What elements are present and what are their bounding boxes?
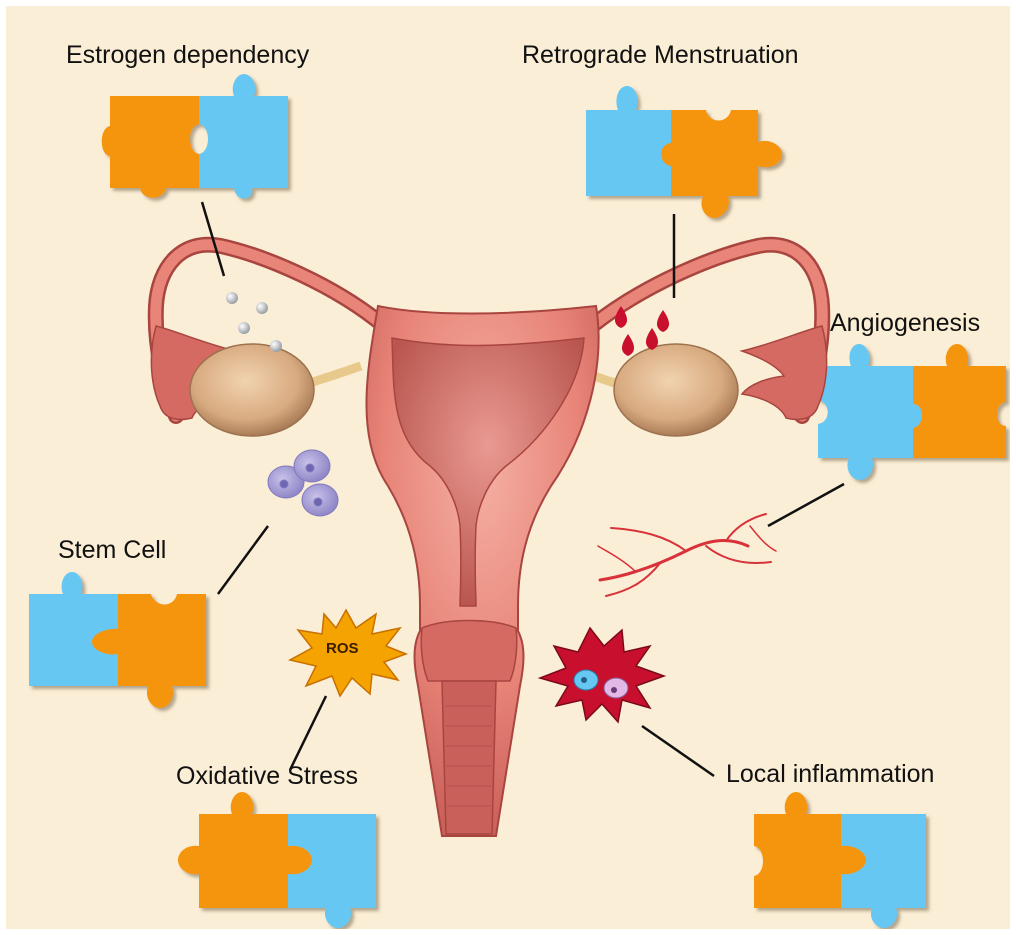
retrograde-puzzle bbox=[586, 86, 782, 218]
label-retrograde-menstruation: Retrograde Menstruation bbox=[522, 41, 799, 70]
label-estrogen-dependency: Estrogen dependency bbox=[66, 41, 309, 70]
oxidative-puzzle bbox=[178, 792, 376, 928]
diagram-canvas: ROS Estrogen dependency Retrograde Menst… bbox=[6, 6, 1010, 929]
estrogen-puzzle bbox=[102, 74, 288, 199]
estrogen-molecules bbox=[226, 292, 282, 352]
ovary-left bbox=[190, 344, 314, 436]
puzzle-piece-blue bbox=[586, 86, 671, 196]
blood-vessels bbox=[598, 514, 776, 596]
stem-cells bbox=[268, 450, 338, 516]
inflammation-puzzle bbox=[754, 792, 926, 928]
ros-label: ROS bbox=[326, 640, 359, 657]
label-angiogenesis: Angiogenesis bbox=[830, 309, 980, 338]
puzzle-piece-orange bbox=[913, 344, 1006, 458]
puzzle-piece-orange bbox=[661, 110, 782, 218]
puzzle-piece-orange bbox=[102, 96, 199, 198]
label-local-inflammation: Local inflammation bbox=[726, 760, 934, 789]
label-oxidative-stress: Oxidative Stress bbox=[176, 762, 358, 791]
diagram-svg bbox=[6, 6, 1010, 929]
puzzle-piece-blue bbox=[199, 74, 288, 199]
fimbriae-right bbox=[742, 326, 827, 420]
puzzle-piece-blue bbox=[818, 344, 922, 480]
vagina bbox=[442, 681, 496, 834]
ovarian-ligament-left bbox=[306, 366, 361, 384]
ovary-right bbox=[614, 344, 738, 436]
stem-cell-puzzle bbox=[29, 572, 206, 708]
puzzle-piece-blue bbox=[29, 572, 118, 686]
cervix bbox=[421, 621, 517, 682]
angiogenesis-puzzle bbox=[818, 344, 1006, 480]
inflammation-burst bbox=[540, 628, 664, 722]
uterus bbox=[366, 306, 598, 836]
label-stem-cell: Stem Cell bbox=[58, 536, 166, 565]
